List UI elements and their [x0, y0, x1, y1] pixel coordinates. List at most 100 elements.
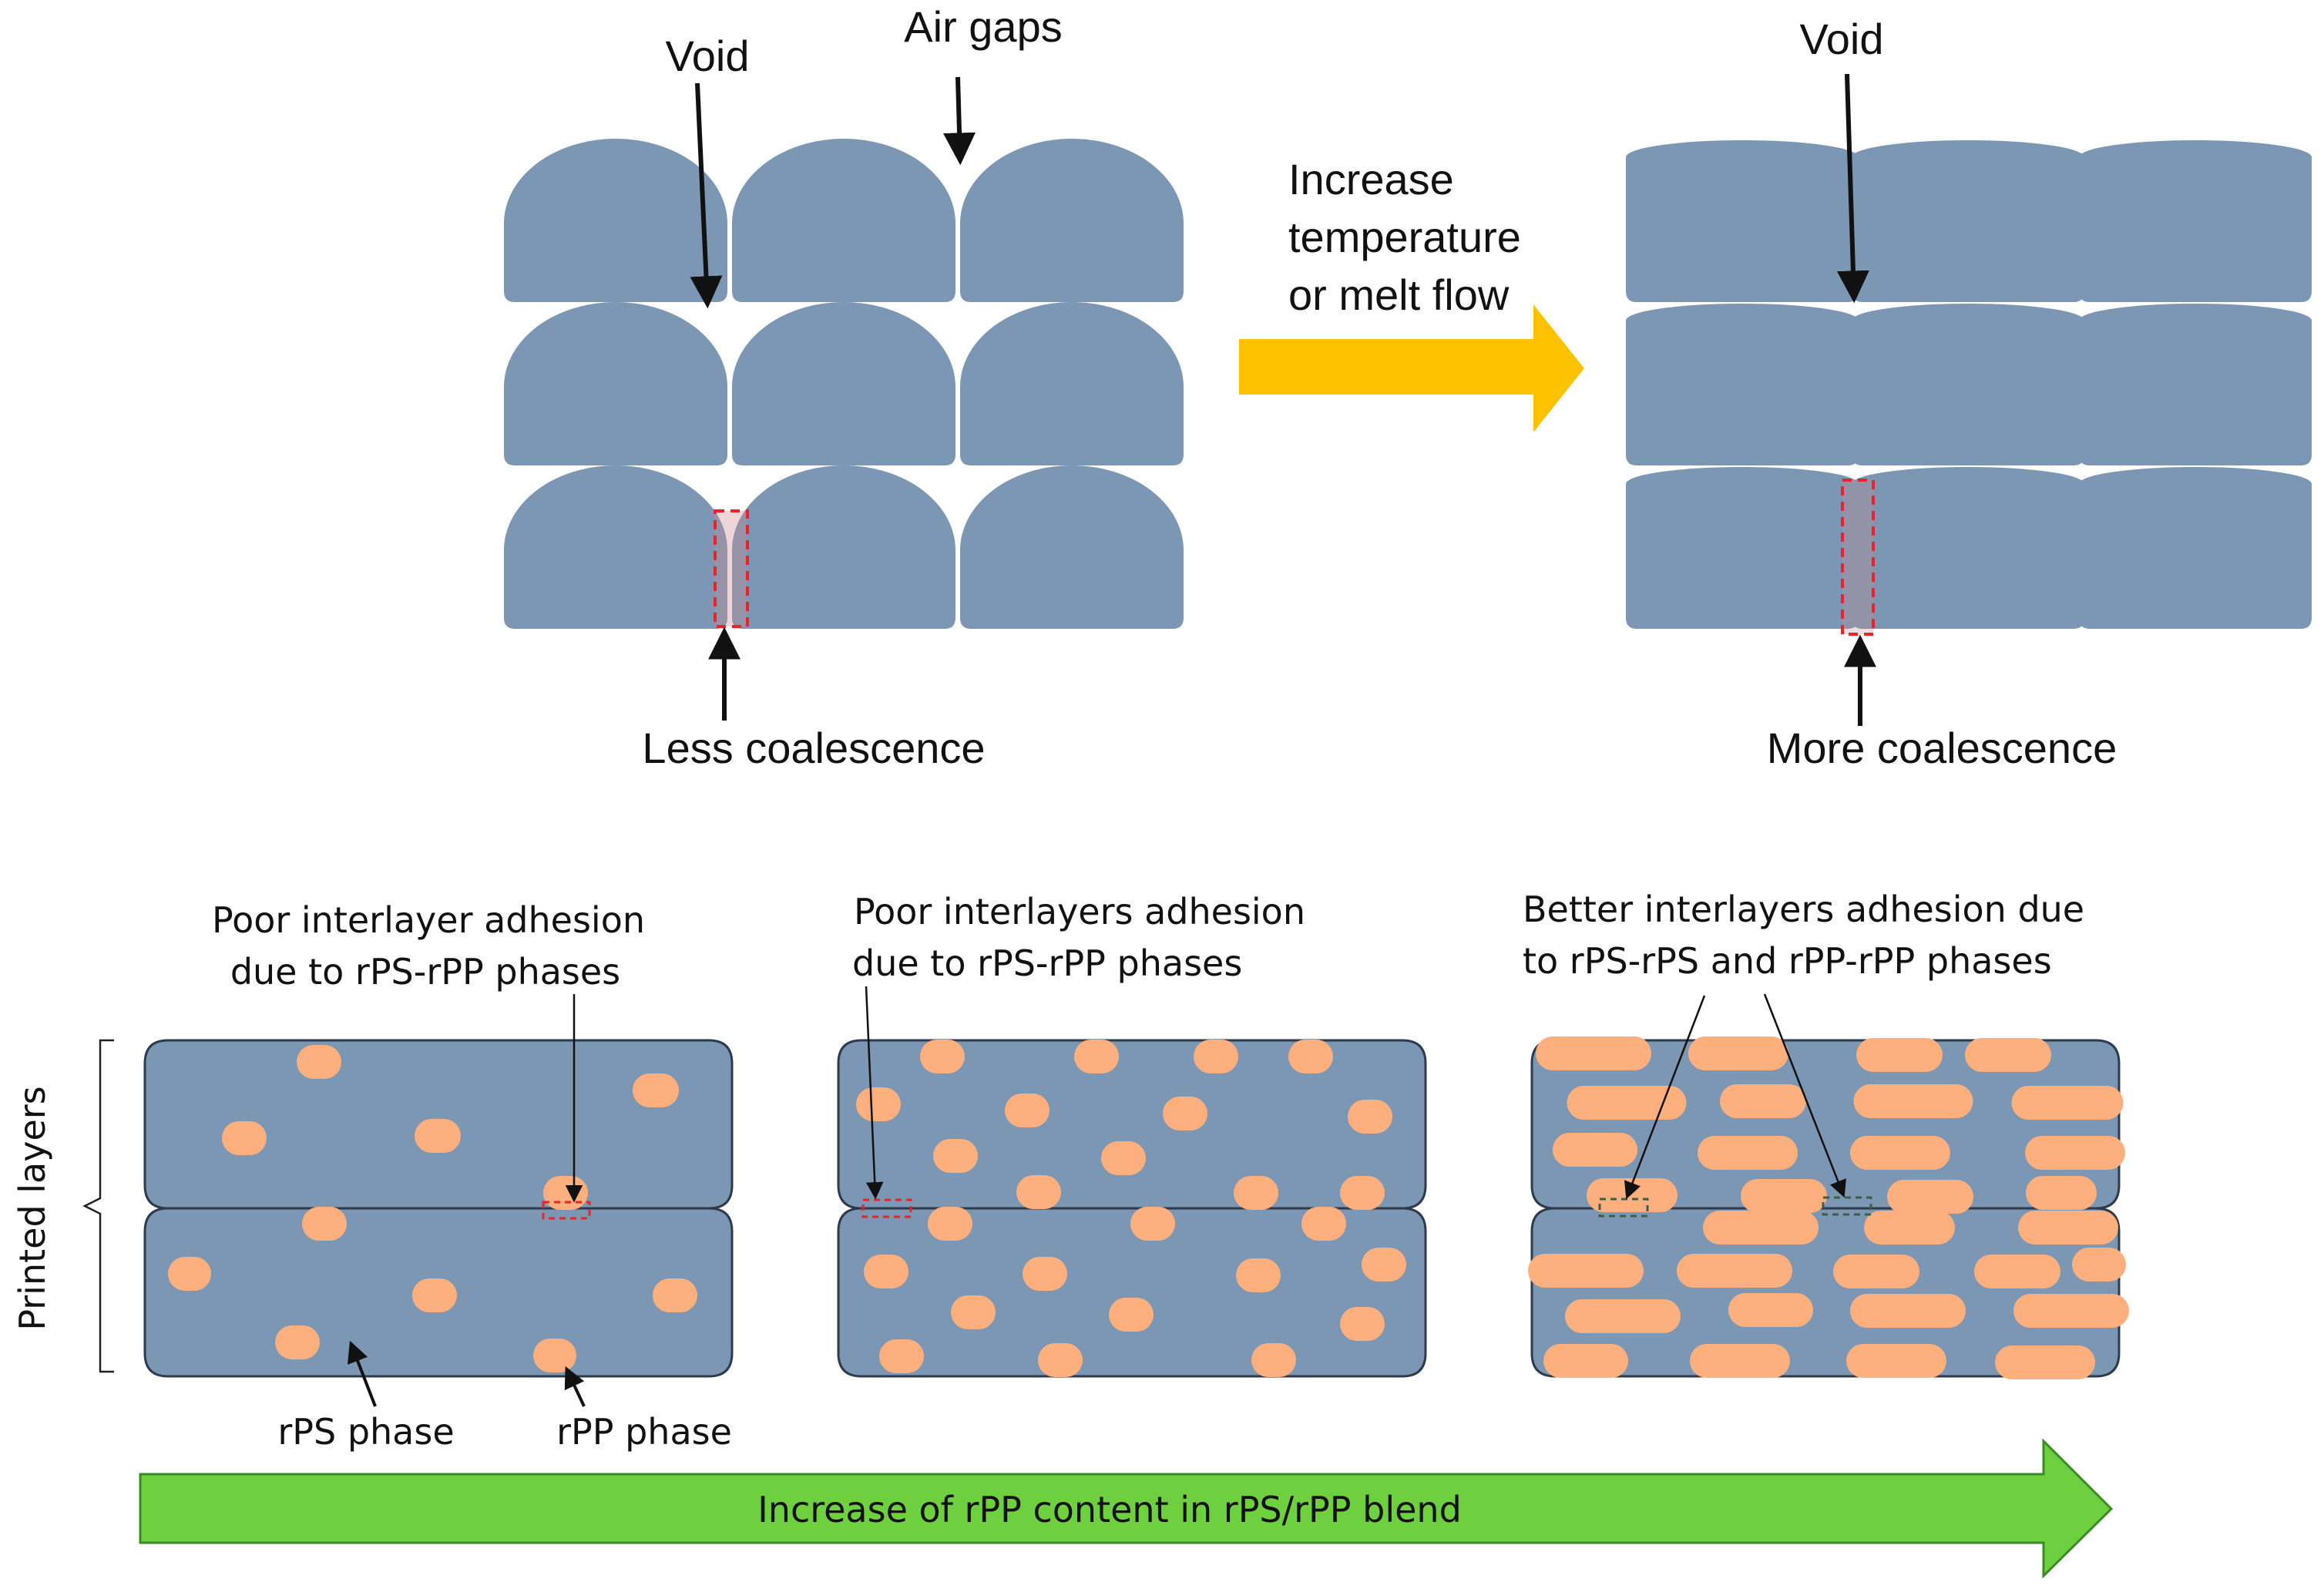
- air-gaps-arrow: [943, 76, 976, 166]
- rpp-content-trend-label: Increase of rPP content in rPS/rPP blend: [757, 1489, 1462, 1530]
- panel3-rpp-blob-24: [2072, 1248, 2126, 1282]
- panel3-rpp-blob-6: [1720, 1084, 1806, 1118]
- void-arrow-right: [1836, 73, 1869, 304]
- panel3-interface-box-b: [1822, 1196, 1872, 1216]
- panel2-rpp-blob-5: [856, 1087, 901, 1121]
- panel2-rpp-blob-7: [1163, 1097, 1207, 1130]
- panel3-caption-line2: to rPS-rPS and rPP-rPP phases: [1523, 940, 2052, 982]
- air-gaps-label: Air gaps: [904, 2, 1062, 51]
- process-label-line2: temperature: [1288, 213, 1521, 261]
- bead-stack-left: [504, 139, 1184, 629]
- panel3-rpp-blob-26: [1728, 1293, 1813, 1327]
- panel2-rpp-blob-22: [1109, 1298, 1154, 1332]
- panel1-caption-line2: due to rPS-rPP phases: [230, 951, 620, 993]
- process-arrow: [1239, 304, 1584, 432]
- bead-right-r1-c3: [2079, 140, 2312, 302]
- panel3-rpp-blob-32: [1995, 1345, 2095, 1379]
- panel2-rpp-blob-19: [1236, 1258, 1281, 1292]
- void-label-right: Void: [1800, 15, 1884, 63]
- panel-mid-rpp: [837, 1039, 1427, 1378]
- panel2-rpp-blob-14: [928, 1207, 972, 1241]
- panel2-interface-box: [861, 1198, 912, 1218]
- rps-phase-arrow: [348, 1340, 377, 1407]
- bead-left-r3-c1: [504, 465, 727, 629]
- panel-high-rpp: [1528, 1036, 2129, 1379]
- bead-right-r2-c1: [1626, 304, 1859, 465]
- panel3-rpp-blob-19: [2018, 1211, 2118, 1245]
- panel3-rpp-blob-23: [1974, 1255, 2060, 1288]
- panel2-bottom-layer: [837, 1207, 1427, 1378]
- panel3-rpp-blob-9: [1553, 1133, 1637, 1167]
- panel3-rpp-blob-14: [1741, 1179, 1827, 1213]
- panel1-rpp-blob-7: [168, 1257, 211, 1291]
- panel3-bottom-layer: [1530, 1207, 2121, 1378]
- panel3-rpp-blob-2: [1688, 1036, 1788, 1070]
- panel3-rpp-blob-27: [1850, 1294, 1966, 1328]
- panel2-rpp-blob-16: [1301, 1207, 1346, 1241]
- panel2-rpp-blob-3: [1194, 1040, 1238, 1073]
- bead-left-r1-c2: [732, 139, 955, 302]
- panel3-caption-line1: Better interlayers adhesion due: [1523, 889, 2084, 930]
- bead-right-r3-c2: [1852, 467, 2084, 629]
- bead-right-r3-c3: [2079, 467, 2312, 629]
- panel1-rpp-blob-6: [302, 1207, 347, 1241]
- panel1-rpp-blob-2: [222, 1121, 267, 1155]
- bead-right-r1-c2: [1852, 140, 2084, 302]
- panel2-rpp-blob-8: [1348, 1100, 1392, 1134]
- printed-layers-brace: [82, 1039, 114, 1373]
- panel1-rpp-blob-8: [412, 1278, 457, 1312]
- panel3-interface-box-a: [1598, 1198, 1649, 1218]
- panel2-rpp-blob-2: [1074, 1040, 1119, 1073]
- panel3-rpp-blob-1: [1536, 1036, 1651, 1070]
- less-coalescence-box: [714, 509, 749, 628]
- panel3-rpp-blob-20: [1528, 1254, 1644, 1288]
- bead-right-r3-c1: [1626, 467, 1859, 629]
- panel3-rpp-blob-4: [1965, 1038, 2051, 1072]
- panel3-rpp-blob-3: [1856, 1038, 1943, 1072]
- panel2-rpp-blob-20: [1362, 1248, 1406, 1282]
- panel1-caption-line1: Poor interlayer adhesion: [212, 899, 645, 941]
- panel3-rpp-blob-11: [1850, 1136, 1950, 1170]
- panel3-rpp-blob-15: [1887, 1180, 1973, 1214]
- panel-low-rpp: [143, 1039, 734, 1378]
- panel2-rpp-blob-4: [1288, 1040, 1333, 1073]
- panel2-rpp-blob-10: [1101, 1141, 1146, 1175]
- bead-left-r3-c3: [960, 465, 1184, 629]
- bead-right-r2-c3: [2079, 304, 2312, 465]
- panel3-rpp-blob-18: [1864, 1211, 1955, 1245]
- more-coalescence-box: [1841, 479, 1875, 636]
- less-coalescence-label: Less coalescence: [642, 724, 985, 772]
- panel3-rpp-blob-16: [2026, 1176, 2097, 1210]
- panel2-caption-line2: due to rPS-rPP phases: [852, 942, 1242, 984]
- panel2-rpp-blob-6: [1005, 1093, 1049, 1127]
- bead-left-r2-c2: [732, 302, 955, 465]
- panel3-rpp-blob-29: [1543, 1344, 1628, 1378]
- panel2-rpp-blob-15: [1130, 1207, 1175, 1241]
- bead-right-r1-c1: [1626, 140, 1859, 302]
- process-label-line3: or melt flow: [1288, 270, 1510, 319]
- panel1-rpp-blob-1: [297, 1045, 341, 1079]
- panel1-rpp-blob-10: [275, 1325, 320, 1359]
- panel2-rpp-blob-26: [1251, 1343, 1296, 1377]
- panel2-caption-line1: Poor interlayers adhesion: [854, 891, 1305, 932]
- panel3-rpp-blob-30: [1690, 1344, 1790, 1378]
- panel3-rpp-blob-28: [2013, 1294, 2129, 1328]
- rpp-content-trend-arrow: [139, 1438, 2114, 1579]
- panel2-rpp-blob-23: [1340, 1307, 1385, 1341]
- panel2-rpp-blob-1: [920, 1040, 965, 1073]
- panel3-rpp-blob-25: [1565, 1299, 1681, 1333]
- bead-right-r2-c2: [1852, 304, 2084, 465]
- panel1-rpp-blob-9: [653, 1278, 697, 1312]
- panel3-caption-arrow-b: [1763, 993, 1846, 1198]
- panel1-rpp-blob-3: [415, 1119, 461, 1153]
- panel2-rpp-blob-25: [1038, 1343, 1083, 1377]
- bead-left-r1-c3: [960, 139, 1184, 302]
- panel1-rpp-blob-5: [543, 1176, 588, 1210]
- panel3-rpp-blob-5: [1567, 1086, 1687, 1120]
- bead-left-r1-c1: [504, 139, 727, 302]
- rpp-phase-arrow: [564, 1366, 586, 1407]
- process-label-line1: Increase: [1288, 155, 1454, 203]
- rps-phase-label: rPS phase: [277, 1411, 454, 1453]
- panel3-rpp-blob-21: [1677, 1254, 1792, 1288]
- bead-left-r3-c2: [732, 465, 955, 629]
